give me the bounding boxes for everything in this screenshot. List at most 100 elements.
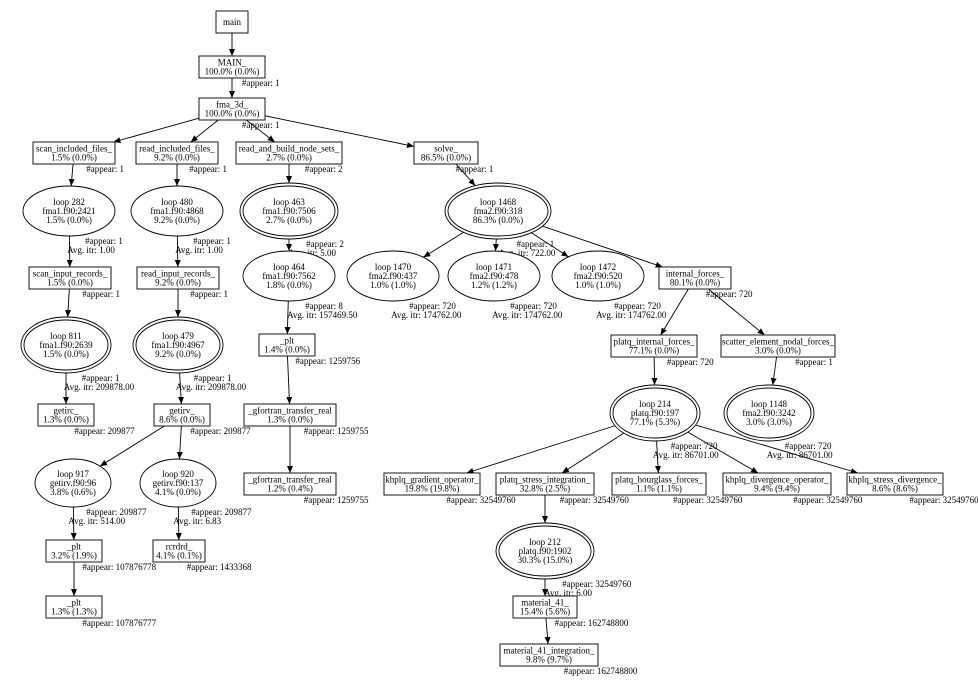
node-khplq_sdiv: khplq_stress_divergence_8.6% (8.6%)#appe…: [846, 472, 978, 505]
appear-count: #appear: 1: [242, 78, 280, 88]
appear-count: #appear: 1: [85, 236, 123, 246]
node-label: 1.2% (0.4%): [267, 484, 313, 494]
node-label: 4.1% (0.0%): [155, 487, 201, 497]
node-label: 86.5% (0.0%): [421, 153, 471, 163]
node-label: loop 282: [53, 197, 85, 207]
node-label: fma1.f90:7506: [262, 206, 316, 216]
appear-count: #appear: 2: [306, 239, 344, 249]
node-read_input: read_input_records_9.2% (0.0%)#appear: 1: [136, 266, 228, 299]
node-label: fma1.f90:2639: [39, 340, 93, 350]
node-label: khplq_gradient_operator_: [385, 475, 479, 485]
edge-loop479-to-getirv: [177, 372, 184, 405]
node-platq_int: platq_internal_forces_77.1% (0.0%)#appea…: [610, 334, 714, 367]
node-label: loop 214: [639, 399, 671, 409]
node-rcrdrd: rcrdrd_4.1% (0.1%)#appear: 1433368: [152, 539, 252, 572]
node-label: 19.8% (19.8%): [405, 484, 460, 494]
node-box: [198, 97, 266, 121]
appear-count: #appear: 720: [706, 289, 753, 299]
node-label: 2.7% (0.0%): [266, 215, 312, 225]
node-label: 77.1% (0.0%): [629, 346, 679, 356]
node-label: loop 917: [57, 469, 89, 479]
node-box: [215, 10, 249, 34]
appear-count: #appear: 162748800: [555, 618, 629, 628]
edge-scan_inc-to-loop282: [68, 163, 75, 187]
node-platq_stress: platq_stress_integration_32.8% (2.5%)#ap…: [495, 472, 629, 505]
node-box: [495, 472, 595, 496]
node-label: loop 1148: [751, 399, 787, 409]
node-label: 3.0% (0.0%): [755, 346, 801, 356]
node-box: [153, 403, 211, 427]
appear-count: #appear: 32549760: [909, 495, 978, 505]
avg-iteration: Avg. itr: 722.00: [499, 248, 556, 258]
node-fma3d: fma_3d_100.0% (0.0%)#appear: 1: [198, 97, 280, 130]
node-getirc: getirc_1.3% (0.0%)#appear: 209877: [37, 403, 135, 436]
appear-count: #appear: 1: [190, 289, 228, 299]
node-label: 2.7% (0.0%): [266, 153, 312, 163]
appear-count: #appear: 1259755: [304, 495, 369, 505]
node-box: [720, 334, 836, 358]
node-label: loop 480: [161, 197, 193, 207]
node-label: 1.0% (1.0%): [370, 280, 416, 290]
edge-loop1468-to-loop1472: [531, 232, 569, 258]
avg-iteration: Avg. itr: 1.00: [67, 245, 115, 255]
node-label: loop 811: [50, 331, 81, 341]
node-box: [383, 472, 481, 496]
node-khplq_div: khplq_divergence_operator_9.4% (9.4%)#ap…: [722, 472, 863, 505]
node-scan_inc: scan_included_files_1.5% (0.0%)#appear: …: [32, 141, 124, 174]
node-ellipse: [139, 458, 217, 508]
avg-iteration: Avg. itr: 174762.00: [596, 310, 667, 320]
node-box: [135, 141, 219, 165]
node-box: [235, 141, 343, 165]
node-ellipse: [135, 319, 221, 371]
node-label: 3.8% (0.6%): [50, 487, 96, 497]
node-box: [152, 539, 206, 563]
node-box: [28, 266, 112, 290]
node-scan_input: scan_input_records_1.5% (0.0%)#appear: 1: [28, 266, 120, 299]
node-label: getirv.f90:137: [153, 478, 204, 488]
edge-fma3d-to-read_build: [245, 119, 276, 143]
node-label: 8.6% (8.6%): [872, 484, 918, 494]
node-label: 100.0% (0.0%): [205, 109, 260, 119]
node-ellipse: [130, 185, 224, 237]
node-label: platq.f90:197: [631, 408, 680, 418]
node-ellipse: [551, 250, 645, 302]
node-label: 30.3% (15.0%): [518, 555, 573, 565]
edge-loop214-to-khplq_div: [687, 431, 759, 474]
node-label: getirv.f90:96: [50, 478, 97, 488]
appear-count: #appear: 32549760: [793, 495, 863, 505]
node-label: fma1.f90:7562: [262, 271, 315, 281]
appear-count: #appear: 8: [305, 301, 343, 311]
edge-internal-to-platq_int: [660, 288, 689, 336]
node-label: fma1.f90:4967: [151, 340, 205, 350]
node-label: 9.2% (0.0%): [154, 153, 200, 163]
edge-fma3d-to-read_inc: [190, 119, 219, 143]
node-label: 1.2% (1.2%): [471, 280, 517, 290]
edge-loop214-to-platq_hour: [654, 440, 661, 474]
edge-loop1468-to-loop1470: [423, 231, 464, 258]
node-solve: solve_86.5% (0.0%)#appear: 1: [413, 141, 493, 174]
node-label: loop 212: [529, 537, 561, 547]
avg-iteration: Avg. itr: 174762.00: [391, 310, 462, 320]
node-label: 77.1% (5.3%): [630, 417, 680, 427]
avg-iteration: Avg. itr: 157469.50: [287, 310, 358, 320]
appear-count: #appear: 32549760: [446, 495, 516, 505]
node-label: getirv_: [169, 406, 195, 416]
avg-iteration: Avg. itr: 209878.00: [64, 382, 135, 392]
node-ellipse: [242, 250, 336, 302]
node-label: 9.2% (0.0%): [155, 278, 201, 288]
node-box: [846, 472, 944, 496]
node-box: [512, 595, 578, 619]
node-label: read_and_build_node_sets_: [239, 144, 340, 154]
node-label: 1.0% (1.0%): [575, 280, 621, 290]
node-label: fma2.f90:318: [474, 206, 523, 216]
